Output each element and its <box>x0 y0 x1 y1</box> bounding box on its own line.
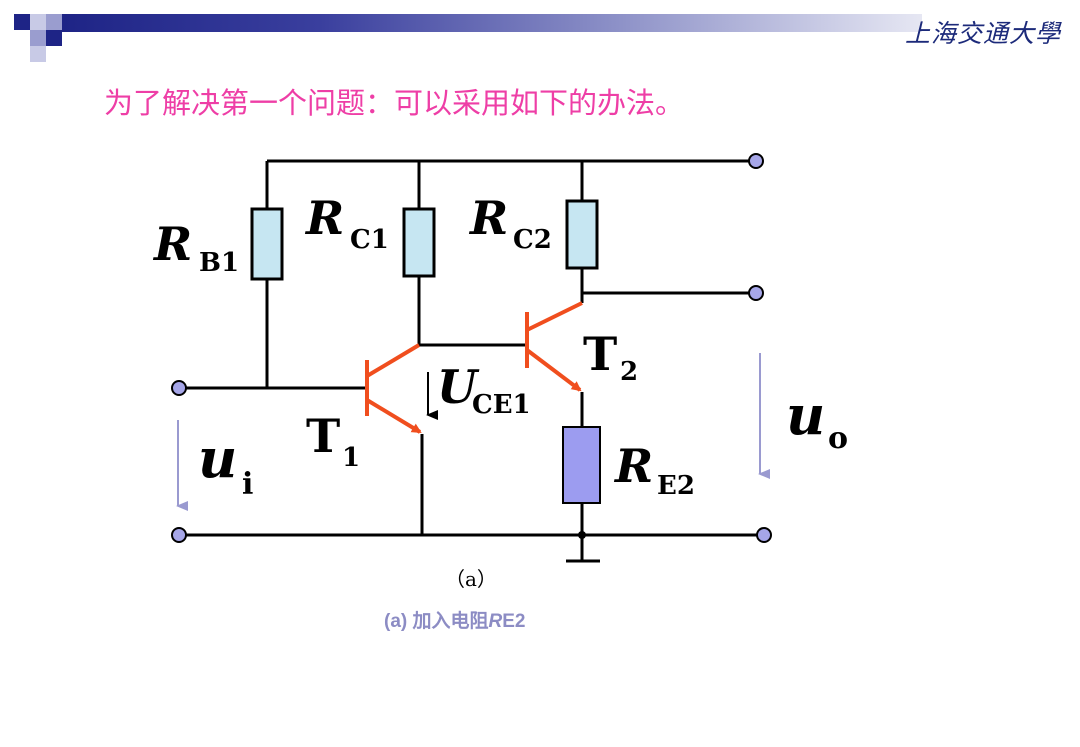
label-rc1-main: R <box>304 191 344 245</box>
header-square <box>14 14 30 30</box>
figure-sublabel: （a） <box>445 567 497 591</box>
label-rb1-sub: B1 <box>199 248 239 278</box>
label-ui-main: u <box>198 426 237 490</box>
label-t2-sub: 2 <box>620 357 638 387</box>
label-t1-main: T <box>306 409 340 463</box>
label-uo-sub: o <box>828 421 848 456</box>
resistor-rc1 <box>402 207 436 278</box>
terminal-top <box>748 153 764 169</box>
label-re2-main: R <box>613 439 653 493</box>
resistor-re2 <box>562 426 601 504</box>
resistor-rc2 <box>565 199 599 270</box>
label-t2-main: T <box>583 327 617 381</box>
t1-collector-lead <box>365 343 421 378</box>
label-t1-sub: 1 <box>342 443 360 473</box>
label-uce1-main: U <box>437 360 480 414</box>
slide-title: 为了解决第一个问题：可以采用如下的办法。 <box>104 86 685 120</box>
university-logo: 上海交通大學 <box>905 19 1062 48</box>
terminal-input <box>171 380 187 396</box>
terminal-output-ground <box>756 527 772 543</box>
terminals <box>171 153 772 543</box>
label-rb1-main: R <box>152 217 192 271</box>
caption-prefix: (a) 加入电阻 <box>384 611 489 632</box>
label-rc2-sub: C2 <box>513 225 552 255</box>
header-square <box>46 14 62 30</box>
header-square <box>30 46 46 62</box>
transistor-t1 <box>365 343 422 434</box>
header-square <box>46 30 62 46</box>
label-rc2-main: R <box>468 191 508 245</box>
label-rc1-sub: C1 <box>350 225 389 255</box>
terminal-output <box>748 285 764 301</box>
header-square <box>30 30 46 46</box>
transistor-t2 <box>525 301 583 392</box>
header-square <box>30 14 46 30</box>
junction-dot <box>578 531 586 539</box>
caption-suffix: E2 <box>502 611 526 632</box>
t2-emitter-lead <box>525 348 582 392</box>
figure-caption: (a) 加入电阻RE2 <box>384 606 526 633</box>
label-re2-sub: E2 <box>657 471 695 501</box>
resistor-rb1 <box>250 207 284 281</box>
label-ui-sub: i <box>242 467 253 502</box>
header-bar <box>62 14 922 32</box>
label-uce1-sub: CE1 <box>472 390 531 420</box>
t1-emitter-lead <box>365 398 422 434</box>
terminal-input-ground <box>171 527 187 543</box>
t2-collector-lead <box>526 301 583 332</box>
label-uo-main: u <box>786 383 825 447</box>
wires <box>186 159 758 563</box>
caption-italic: R <box>488 611 503 632</box>
